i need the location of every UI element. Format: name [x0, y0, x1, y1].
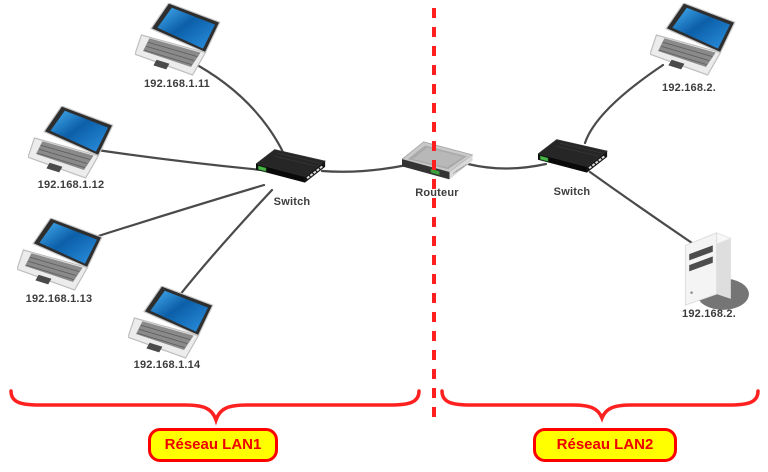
switch-icon [256, 143, 328, 195]
router-icon [402, 136, 474, 191]
device-ip-label: 192.168.1.12 [37, 179, 105, 191]
laptop-icon [648, 3, 748, 83]
device-ip-label: 192.168.1.13 [25, 293, 93, 305]
switch-label: Switch [273, 196, 311, 208]
device-ip-label: 192.168.1.11 [143, 78, 211, 90]
lan1-laptop-3 [15, 218, 115, 298]
laptop-icon [133, 3, 233, 83]
cable-switch2-laptop5 [583, 63, 665, 145]
cable-laptop2-switch1 [95, 148, 264, 172]
cable-switch2-server [588, 170, 694, 245]
lan1-laptop-1 [133, 3, 233, 83]
laptop-icon [15, 218, 115, 298]
switch-icon [538, 133, 610, 185]
lan1-laptop-4 [126, 286, 226, 366]
zone-label-lan2: Réseau LAN2 [533, 428, 677, 462]
switch-label: Switch [553, 186, 591, 198]
cable-laptop1-switch1 [186, 58, 286, 156]
device-ip-label: 192.168.2. [682, 308, 736, 320]
lan2-laptop [648, 3, 748, 83]
laptop-icon [26, 106, 126, 186]
device-ip-label: 192.168.2. [662, 82, 716, 94]
cable-router-switch2 [466, 162, 548, 170]
cable-laptop3-switch1 [87, 183, 266, 241]
server-icon [672, 225, 752, 313]
lan2-switch [538, 133, 610, 185]
laptop-icon [126, 286, 226, 366]
router [402, 136, 474, 191]
cable-switch1-router [320, 163, 409, 173]
device-ip-label: 192.168.1.14 [133, 359, 201, 371]
lan2-server [672, 225, 752, 313]
lan1-switch [256, 143, 328, 195]
zone-label-lan1: Réseau LAN1 [148, 428, 278, 462]
router-label: Routeur [415, 187, 459, 199]
cable-laptop4-switch1 [177, 188, 274, 298]
lan1-laptop-2 [26, 106, 126, 186]
